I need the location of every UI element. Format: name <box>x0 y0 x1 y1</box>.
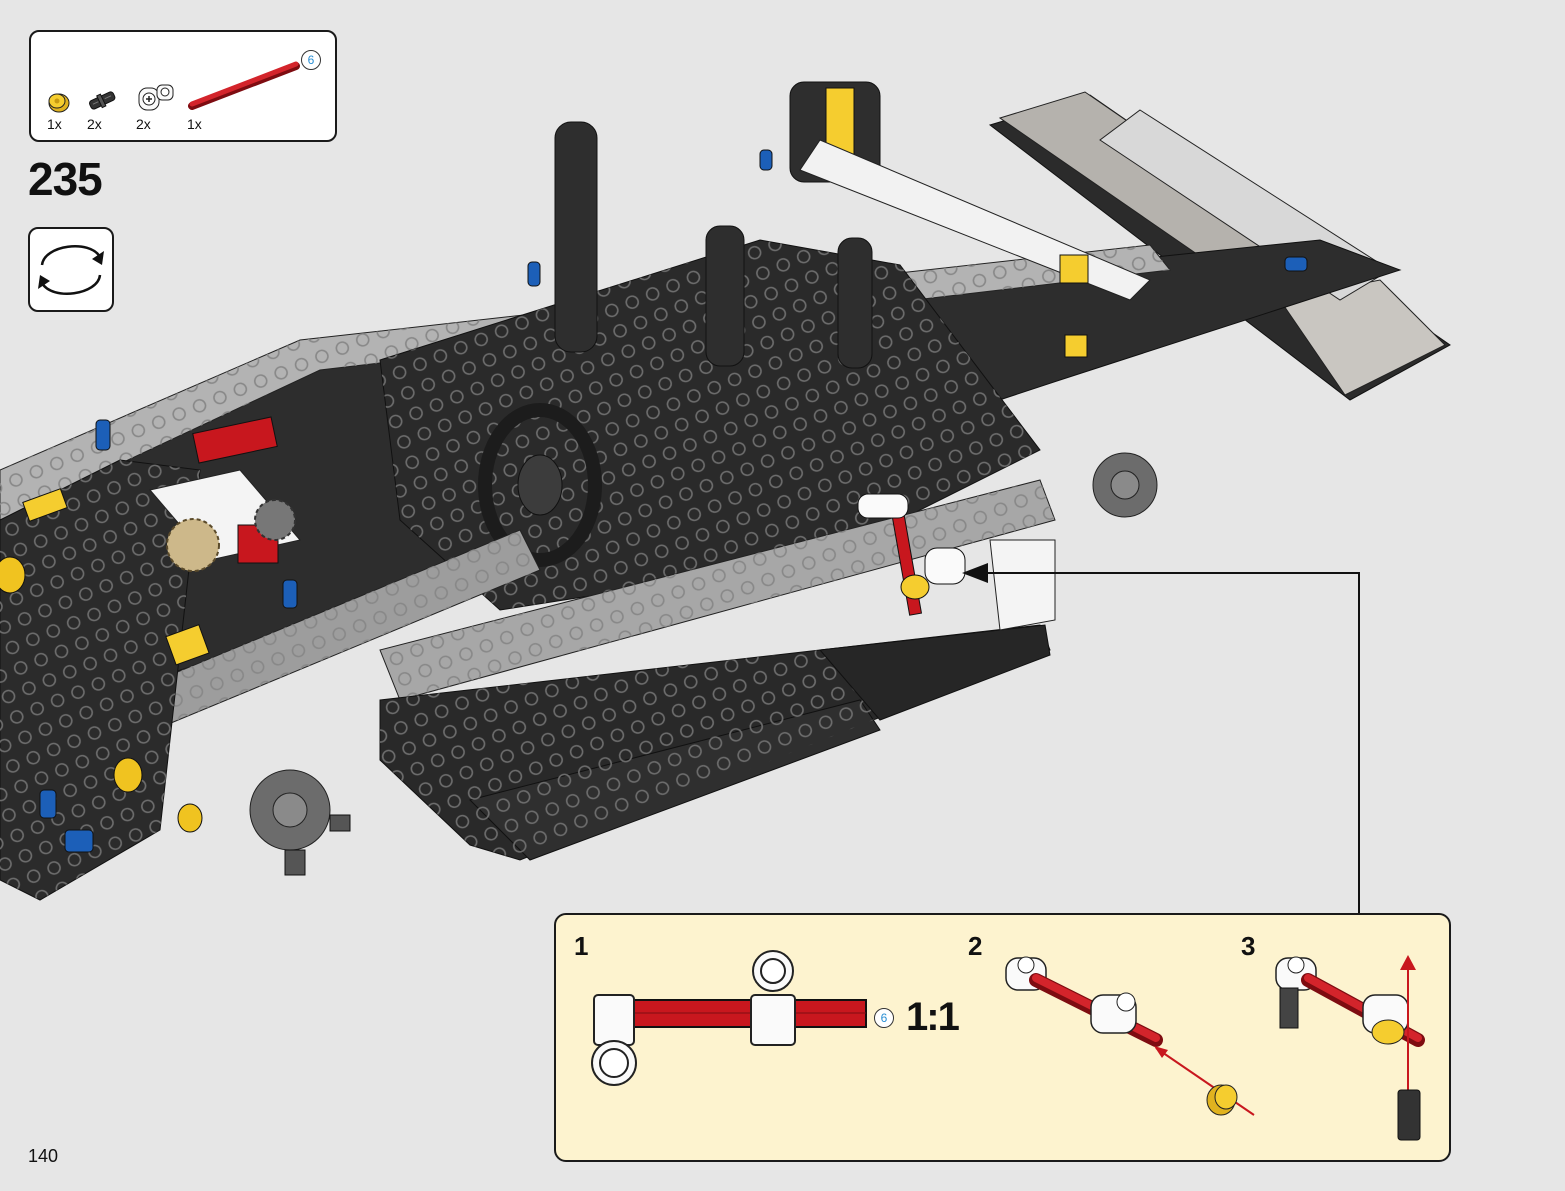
white-connector-icon <box>138 84 174 111</box>
substep-number: 1 <box>574 931 589 961</box>
part-qty: 1x <box>187 116 202 132</box>
red-axle-icon <box>188 61 300 110</box>
rotate-model-indicator <box>28 227 114 312</box>
black-pin-icon <box>89 91 116 110</box>
chassis-model-illustration <box>0 81 1451 901</box>
part-qty: 2x <box>87 116 102 132</box>
parts-list: 1x 2x 2x 1x 6 <box>29 30 337 142</box>
part-qty: 2x <box>136 116 151 132</box>
substep-2-illustration <box>1005 956 1255 1116</box>
part-qty: 1x <box>47 116 62 132</box>
substep-number: 3 <box>1241 931 1256 961</box>
scale-label: 1:1 <box>906 995 960 1039</box>
substep-number: 2 <box>968 931 983 961</box>
yellow-bush-icon <box>48 93 70 113</box>
axle-length-badge: 6 <box>301 50 321 70</box>
rotate-model-icon <box>38 245 104 295</box>
subassembly-callout: 1 2 3 6 1:1 <box>554 913 1451 1162</box>
substep-1-illustration <box>591 950 867 1086</box>
page-number: 140 <box>28 1146 59 1166</box>
new-axle-assembly <box>857 493 966 616</box>
step-number: 235 <box>28 153 103 205</box>
axle-length-badge: 6 <box>874 1008 894 1028</box>
substep-3-illustration <box>1275 955 1425 1141</box>
